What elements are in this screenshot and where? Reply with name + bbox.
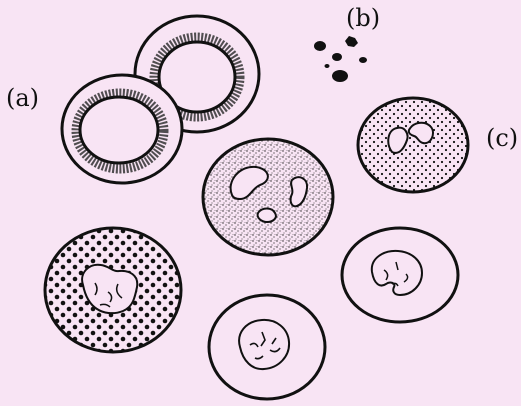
label-a: (a)	[6, 86, 39, 110]
label-b: (b)	[346, 6, 380, 30]
monocyte-cell	[342, 228, 458, 322]
platelets	[314, 36, 367, 82]
basophil-cell	[203, 139, 333, 255]
eosinophil-cell	[45, 228, 181, 352]
red-blood-cell-front	[62, 75, 182, 183]
lymphocyte-cell	[209, 295, 325, 399]
label-c: (c)	[486, 126, 518, 150]
neutrophil-cell	[358, 98, 468, 192]
